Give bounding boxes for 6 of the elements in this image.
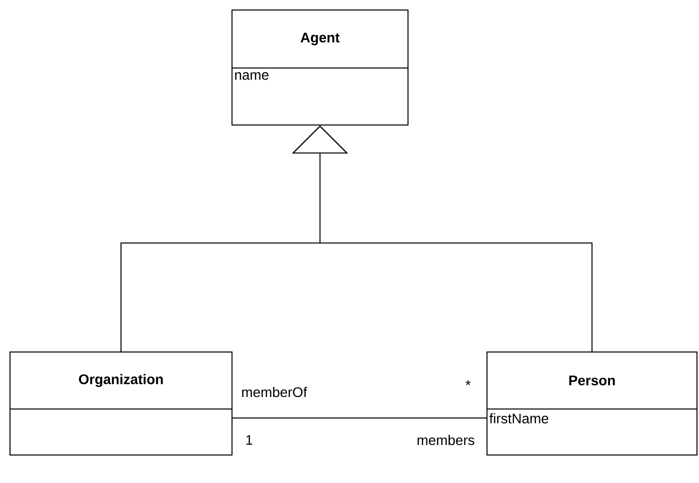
role-label: 1	[246, 435, 252, 445]
class-box: Organization	[10, 352, 232, 456]
role-label: *	[466, 380, 471, 386]
generalization-arrow	[292, 126, 592, 352]
class-box: Agent name	[232, 10, 408, 126]
class-box: Person firstName	[486, 352, 698, 456]
